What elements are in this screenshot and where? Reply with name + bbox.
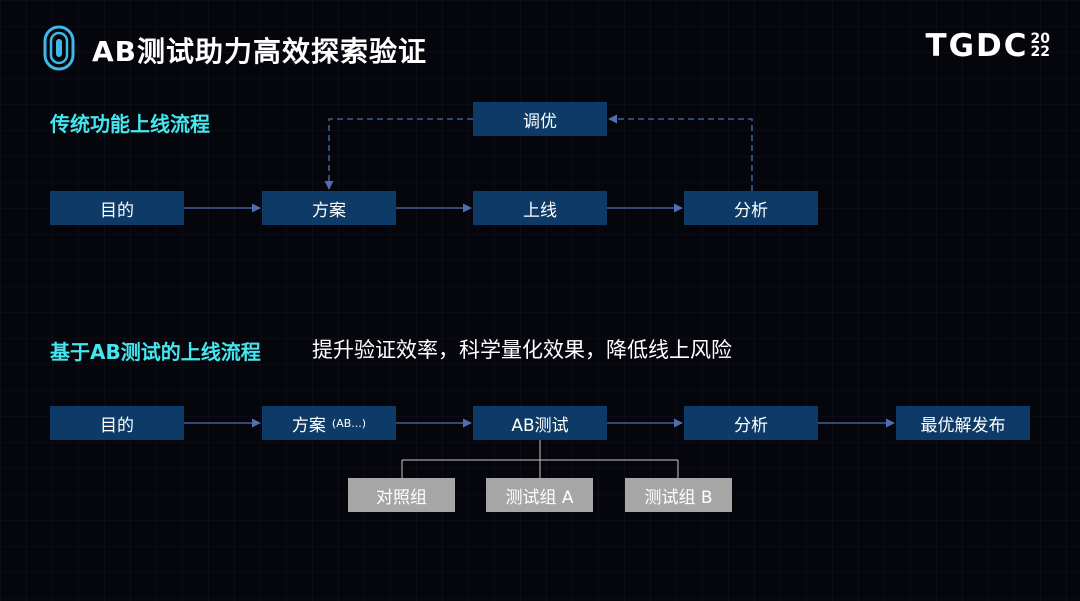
node-plan-1: 方案 [262,191,396,225]
brand-year: 20 22 [1030,31,1050,60]
logo-icon [43,25,75,71]
node-analysis-2: 分析 [684,406,818,440]
section1-title: 传统功能上线流程 [50,112,210,136]
node-tune: 调优 [473,102,607,136]
section2-subtitle: 提升验证效率，科学量化效果，降低线上风险 [312,338,732,362]
node-plan-2: 方案 (AB...) [262,406,396,440]
node-analysis-1: 分析 [684,191,818,225]
node-release: 最优解发布 [896,406,1030,440]
node-launch: 上线 [473,191,607,225]
node-test-group-a: 测试组 A [486,478,593,512]
node-control-group: 对照组 [348,478,455,512]
node-goal-2: 目的 [50,406,184,440]
arrow-analysis-to-tune [608,114,753,191]
arrow-tune-to-plan [324,118,473,190]
node-test-group-b: 测试组 B [625,478,732,512]
slide-title: AB测试助力高效探索验证 [92,35,428,68]
section2-title: 基于AB测试的上线流程 [50,340,261,364]
node-plan-2-label: 方案 [291,415,326,436]
brand-text: TGDC [925,27,1029,64]
node-goal-1: 目的 [50,191,184,225]
node-plan-2-suffix: (AB...) [331,416,367,430]
node-abtest: AB测试 [473,406,607,440]
brand-year-bottom: 22 [1030,44,1050,60]
brand-year-top: 20 [1030,31,1050,47]
brand-logo: TGDC 20 22 [925,26,1050,66]
